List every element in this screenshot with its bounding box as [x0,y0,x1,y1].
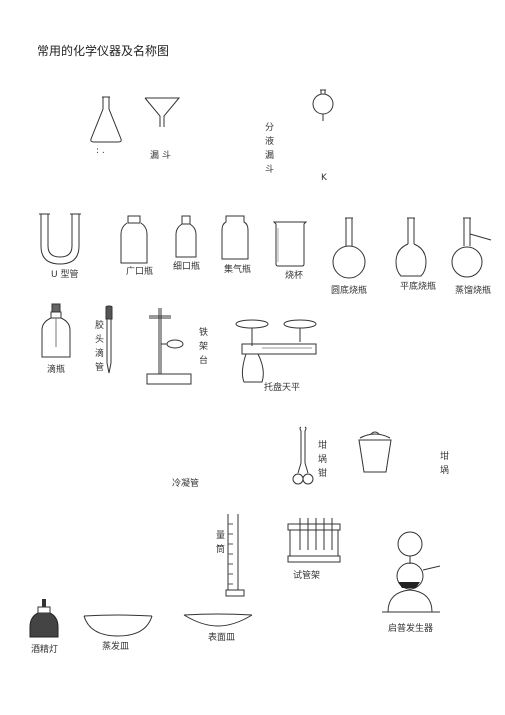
test-tube-rack-icon [284,518,344,566]
crucible-tongs-icon [293,425,313,487]
dropper-bottle-icon [40,302,72,360]
round-bottom-flask-label: 圆底烧瓶 [331,286,368,296]
crucible-icon [356,430,394,474]
conical-flask-icon [88,95,124,145]
balance-icon [232,312,322,386]
kipp-apparatus-label: 启普发生器 [388,624,434,634]
distilling-flask-label: 蒸馏烧瓶 [455,286,492,296]
round-bottom-flask-icon [331,216,367,282]
marks-label: : . [96,146,105,156]
gas-jar-label: 集气瓶 [224,265,252,275]
u-tube-icon [37,212,83,268]
condenser-label: 冷凝管 [172,479,200,489]
graduated-cylinder-label: 量筒 [214,530,224,558]
u-tube-label: U 型管 [51,270,79,280]
separatory-funnel-icon [308,88,338,122]
gas-jar-icon [220,214,250,262]
test-tube-rack-label: 试管架 [293,571,321,581]
watch-glass-label: 表面皿 [208,633,236,643]
separatory-funnel-label: 分液漏斗 [263,122,273,178]
flat-bottom-flask-label: 平底烧瓶 [400,282,437,292]
corner-mark: K [321,173,327,183]
funnel-icon [143,96,181,128]
iron-stand-label: 铁架台 [197,327,207,369]
crucible-label: 坩埚 [438,451,448,479]
kipp-apparatus-icon [380,530,446,616]
iron-stand-icon [145,308,193,386]
evaporating-dish-label: 蒸发皿 [102,642,130,652]
graduated-cylinder-icon [224,514,246,598]
flat-bottom-flask-icon [393,216,429,280]
beaker-label: 烧杯 [285,271,304,281]
alcohol-lamp-label: 酒精灯 [31,645,59,655]
balance-label: 托盘天平 [264,383,301,393]
narrow-mouth-bottle-icon [174,214,198,260]
distilling-flask-icon [451,216,493,282]
dropper-icon [103,305,115,375]
wide-mouth-bottle-icon [119,214,149,266]
page-title: 常用的化学仪器及名称图 [37,44,170,58]
narrow-mouth-bottle-label: 细口瓶 [173,262,201,272]
dropper-label: 胶头滴管 [93,320,103,376]
wide-mouth-bottle-label: 广口瓶 [126,267,154,277]
alcohol-lamp-icon [28,599,60,641]
crucible-tongs-label: 坩埚钳 [316,440,326,482]
beaker-icon [272,220,308,268]
evaporating-dish-icon [82,612,154,638]
funnel-label: 漏 斗 [150,151,171,161]
dropper-bottle-label: 滴瓶 [47,365,66,375]
watch-glass-icon [182,612,254,628]
